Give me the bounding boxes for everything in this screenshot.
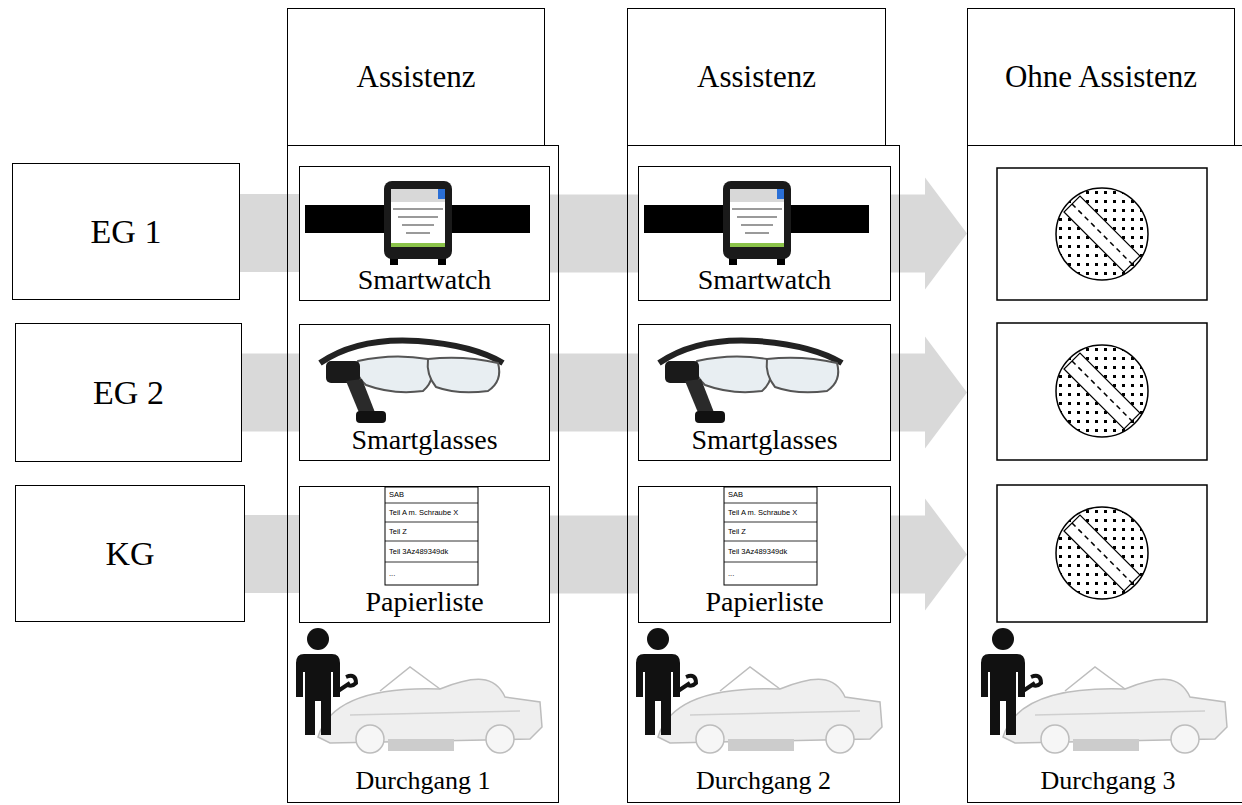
smartwatch-image bbox=[644, 181, 869, 265]
list-entry: Teil A m. Schraube X bbox=[728, 503, 797, 522]
flow-band bbox=[550, 195, 638, 273]
list-entry: Teil 3Az489349dk bbox=[389, 541, 448, 562]
flow-band bbox=[242, 354, 299, 432]
label-box: Ohne Assistenz bbox=[967, 8, 1235, 146]
label-box: EG 1 bbox=[12, 163, 240, 300]
device-label: Papierliste bbox=[300, 586, 549, 618]
list-entry: Teil 3Az489349dk bbox=[728, 541, 787, 562]
smartglasses-image bbox=[659, 340, 842, 423]
empty-cell bbox=[997, 168, 1207, 300]
list-entry: SAB bbox=[389, 487, 404, 503]
band-body bbox=[891, 516, 925, 594]
paper-list-image bbox=[724, 487, 817, 585]
empty-cell bbox=[997, 485, 1207, 622]
flow-band bbox=[891, 337, 967, 449]
trial-column: Durchgang 2 SmartwatchSmartglassesPapierl… bbox=[627, 145, 900, 803]
paper-list-image bbox=[385, 487, 478, 585]
trial-label: Durchgang 3 bbox=[968, 766, 1242, 796]
band-body bbox=[550, 516, 638, 594]
trial-column: Durchgang 3 bbox=[967, 145, 1242, 803]
band-head bbox=[925, 178, 967, 290]
flow-band bbox=[891, 499, 967, 611]
assistance-cell: Smartwatch bbox=[299, 166, 550, 301]
band-head bbox=[925, 499, 967, 611]
no-assistance-symbol bbox=[1056, 507, 1148, 599]
device-label: Smartwatch bbox=[639, 264, 890, 296]
device-label: Smartwatch bbox=[300, 264, 549, 296]
band-body bbox=[550, 195, 638, 273]
list-entry: ... bbox=[728, 562, 734, 585]
flow-band bbox=[240, 194, 299, 272]
box-label: Assistenz bbox=[357, 59, 476, 95]
list-entry: Teil Z bbox=[389, 522, 407, 541]
assistance-cell: Smartwatch bbox=[638, 166, 891, 301]
box-label: EG 1 bbox=[91, 212, 162, 251]
box-label: Assistenz bbox=[697, 59, 816, 95]
worker-car-illustration bbox=[636, 628, 882, 753]
list-entry: SAB bbox=[728, 487, 743, 503]
smartwatch-image bbox=[305, 181, 530, 265]
assistance-cell: Smartglasses bbox=[638, 324, 891, 461]
no-assistance-symbol bbox=[1056, 345, 1148, 437]
flow-band bbox=[550, 354, 638, 432]
band-body bbox=[891, 195, 925, 273]
band-body bbox=[891, 354, 925, 432]
flow-band bbox=[245, 515, 299, 593]
trial-label: Durchgang 2 bbox=[628, 766, 899, 796]
trial-label: Durchgang 1 bbox=[288, 766, 558, 796]
band-body bbox=[242, 354, 299, 432]
list-entry: ... bbox=[389, 562, 395, 585]
box-label: EG 2 bbox=[93, 373, 164, 412]
box-label: KG bbox=[105, 534, 154, 573]
band-body bbox=[240, 194, 299, 272]
trial-column: Durchgang 1 SmartwatchSmartglassesPapierl… bbox=[287, 145, 559, 803]
band-body bbox=[550, 354, 638, 432]
band-body bbox=[245, 515, 299, 593]
label-box: Assistenz bbox=[627, 8, 886, 146]
flow-band bbox=[891, 178, 967, 290]
worker-car-illustration bbox=[296, 628, 542, 753]
list-entry: Teil Z bbox=[728, 522, 746, 541]
label-box: EG 2 bbox=[15, 323, 242, 462]
device-label: Smartglasses bbox=[300, 424, 549, 456]
label-box: KG bbox=[15, 485, 245, 622]
label-box: Assistenz bbox=[287, 8, 545, 146]
list-entry: Teil A m. Schraube X bbox=[389, 503, 458, 522]
no-assistance-symbol bbox=[1056, 188, 1148, 280]
band-head bbox=[925, 337, 967, 449]
device-label: Papierliste bbox=[639, 586, 890, 618]
box-label: Ohne Assistenz bbox=[1005, 59, 1197, 95]
device-label: Smartglasses bbox=[639, 424, 890, 456]
assistance-cell: Smartglasses bbox=[299, 324, 550, 461]
flow-band bbox=[550, 516, 638, 594]
worker-car-illustration bbox=[981, 628, 1227, 753]
empty-cell bbox=[997, 323, 1207, 460]
smartglasses-image bbox=[320, 340, 503, 423]
